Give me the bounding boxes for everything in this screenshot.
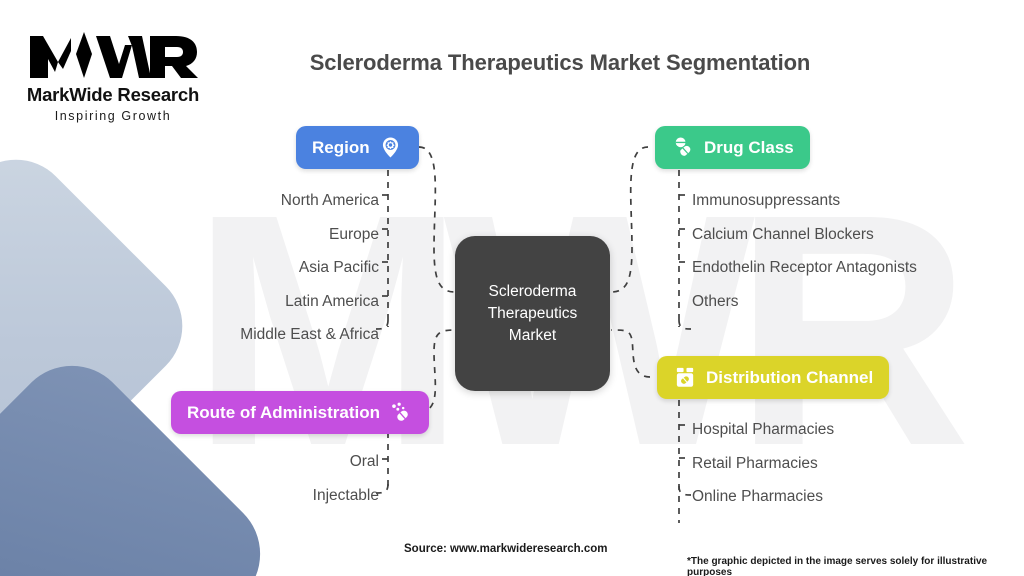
connector-distribution-to-center	[610, 329, 651, 378]
branch-badge-region[interactable]: Region	[296, 126, 419, 169]
list-item: Online Pharmacies	[692, 488, 823, 505]
list-item: Hospital Pharmacies	[692, 421, 835, 438]
tick-region-4	[375, 319, 389, 330]
tick-route-1	[375, 483, 389, 494]
list-item: Calcium Channel Blockers	[692, 225, 874, 243]
badge-label-distribution-channel: Distribution Channel	[706, 367, 874, 387]
branch-badge-drug-class[interactable]: Drug Class	[655, 126, 810, 169]
capsule-dots-icon	[389, 401, 413, 425]
badge-label-route-of-administration: Route of Administration	[187, 402, 380, 422]
source-label: Source: www.markwideresearch.com	[404, 543, 608, 555]
center-node-line-2: Therapeutics	[487, 304, 578, 322]
disclaimer-label: *The graphic depicted in the image serve…	[687, 556, 988, 576]
sub-items-distribution-channel: Hospital Pharmacies Retail Pharmacies On…	[692, 413, 834, 514]
connector-drugclass-to-center	[610, 146, 649, 293]
center-node-line-3: Market	[508, 326, 557, 344]
page-title: Scleroderma Therapeutics Market Segmenta…	[309, 50, 811, 75]
brand-logo: MarkWide Research Inspiring Growth	[24, 28, 202, 123]
list-item: Middle East & Africa	[240, 326, 379, 343]
logo-mark-mwr	[24, 28, 202, 82]
list-item: Europe	[329, 225, 379, 243]
list-item: Oral	[349, 453, 379, 470]
logo-company-name: MarkWide Research	[26, 84, 200, 105]
tick-distribution-2	[678, 485, 692, 496]
branch-badge-distribution-channel[interactable]: Distribution Channel	[657, 356, 890, 399]
list-item: Injectable	[312, 486, 379, 504]
sub-items-region: North America Europe Asia Pacific Latin …	[240, 184, 379, 352]
mwr-monogram-icon	[30, 32, 198, 78]
pills-capsule-icon	[671, 136, 695, 160]
list-item: Retail Pharmacies	[692, 454, 818, 472]
center-node: Scleroderma Therapeutics Market	[455, 236, 610, 391]
list-item: Immunosuppressants	[692, 192, 841, 209]
list-item: Asia Pacific	[298, 259, 379, 276]
logo-tagline: Inspiring Growth	[54, 109, 172, 123]
list-item: Latin America	[285, 292, 379, 310]
medicine-box-icon	[673, 366, 697, 390]
sub-items-drug-class: Immunosuppressants Calcium Channel Block…	[692, 184, 917, 318]
tick-drugclass-3	[678, 319, 692, 330]
connector-region-to-center	[418, 146, 456, 293]
connector-route-to-center	[418, 329, 456, 413]
location-pin-gear-icon	[379, 136, 403, 160]
badge-label-region: Region	[312, 137, 370, 157]
badge-label-drug-class: Drug Class	[704, 137, 794, 157]
branch-badge-route-of-administration[interactable]: Route of Administration	[171, 391, 429, 434]
list-item: North America	[280, 192, 379, 209]
list-item: Others	[692, 292, 739, 310]
center-node-line-1: Scleroderma	[488, 282, 577, 300]
sub-items-route-of-administration: Oral Injectable	[313, 445, 379, 512]
list-item: Endothelin Receptor Antagonists	[692, 259, 917, 276]
